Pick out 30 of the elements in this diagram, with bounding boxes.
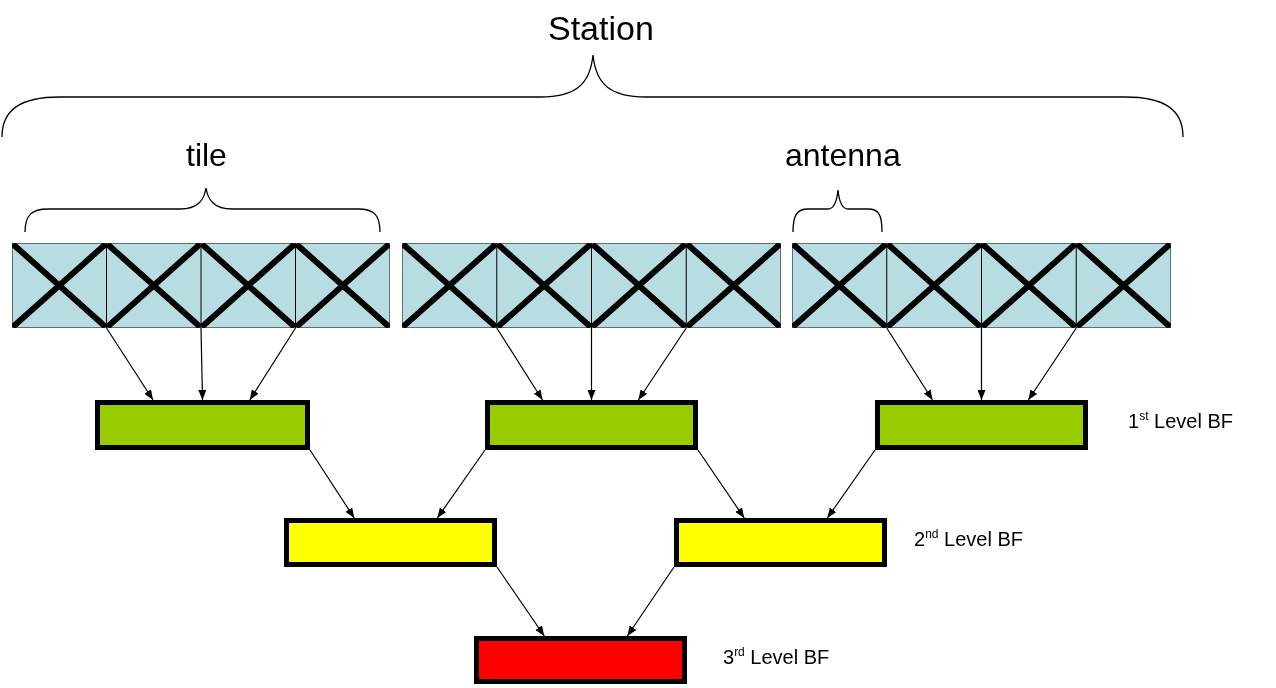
antenna-tile-drawing <box>402 243 781 328</box>
arrow <box>977 327 986 401</box>
arrow <box>496 327 544 401</box>
arrow <box>886 327 934 401</box>
beamformer-box <box>284 518 497 567</box>
arrow <box>626 566 675 637</box>
arrow <box>587 327 596 401</box>
arrow <box>826 449 876 519</box>
beamformer-box <box>95 400 310 450</box>
antenna-tile-drawing <box>792 243 1171 328</box>
arrow <box>496 566 545 637</box>
level-label: 2$^{nd}$ Level BF <box>914 528 1023 550</box>
beamformer-box <box>474 636 687 684</box>
arrow <box>436 449 486 519</box>
level-label: 3$^{rd}$ Level BF <box>723 646 830 668</box>
beamformer-box <box>485 400 698 450</box>
arrow <box>198 327 207 401</box>
arrow <box>697 449 745 519</box>
arrow <box>105 327 154 401</box>
group-label: Station <box>548 10 654 48</box>
arrow <box>1027 327 1077 401</box>
level-label: 1$^{st}$ Level BF <box>1128 410 1233 432</box>
beamformer-box <box>674 518 887 567</box>
group-label: antenna <box>785 138 901 174</box>
group-label: tile <box>186 138 227 174</box>
beamformer-box <box>875 400 1088 450</box>
arrow <box>309 449 355 519</box>
antenna-tile-drawing <box>12 243 390 328</box>
arrow <box>249 327 297 401</box>
arrow <box>637 327 687 401</box>
